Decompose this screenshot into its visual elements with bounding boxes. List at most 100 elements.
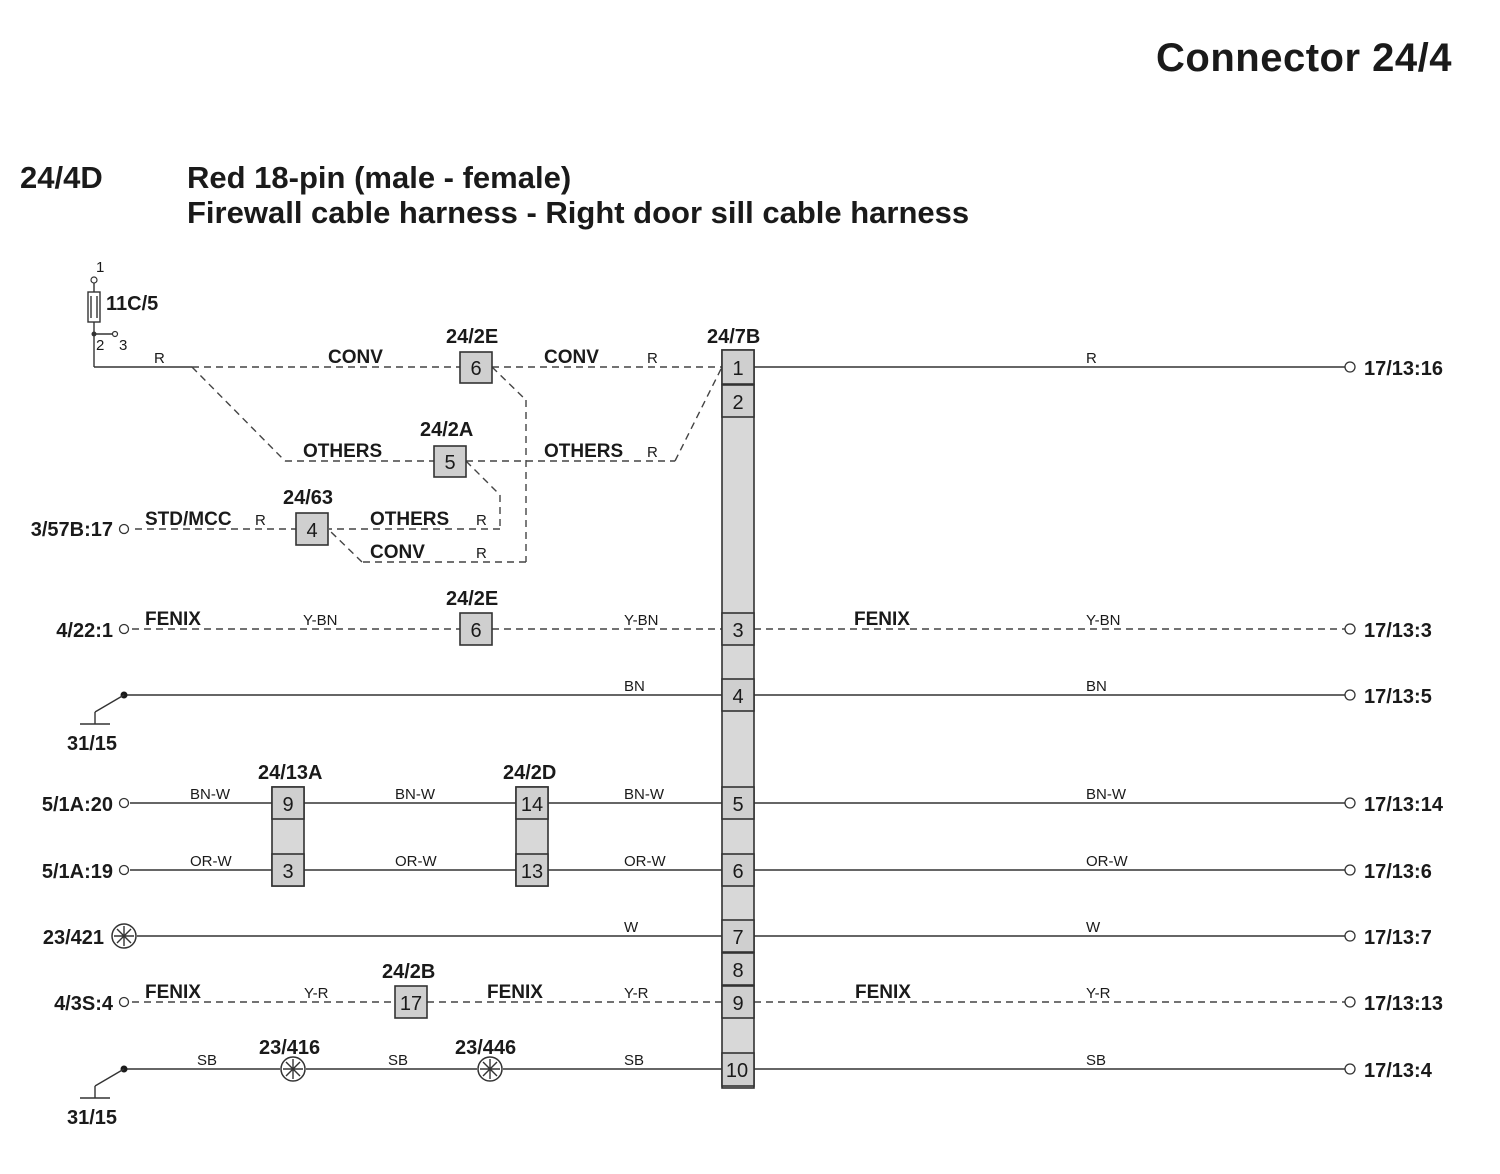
variant-conv: CONV [544, 347, 599, 368]
wire-color-or-w: OR-W [1086, 853, 1128, 870]
connector-description: Red 18-pin (male - female) [187, 160, 572, 195]
variant-others: OTHERS [303, 441, 382, 462]
component-labels: 24/2E 24/2A 24/63 24/7B 24/2E 24/13A 24/… [258, 326, 760, 1059]
main-pin-3: 3 [732, 620, 743, 642]
wire-color-r: R [255, 512, 266, 529]
label-24-2e-top: 24/2E [446, 326, 498, 348]
label-24-63: 24/63 [283, 487, 333, 509]
pin-24-2d-13: 13 [521, 861, 543, 883]
wire-color-bn-w: BN-W [395, 786, 436, 803]
wire-color-or-w: OR-W [395, 853, 437, 870]
wire-color-bn: BN [624, 678, 645, 695]
fuse-pin-1-label: 1 [96, 259, 104, 276]
label-24-7b: 24/7B [707, 326, 760, 348]
wire-color-r: R [647, 350, 658, 367]
terminal-17-13-6: 17/13:6 [1364, 861, 1432, 883]
terminal-17-13-14: 17/13:14 [1364, 794, 1444, 816]
connector-id: 24/4D [20, 160, 103, 195]
wire-color-w: W [624, 919, 639, 936]
main-pin-7: 7 [732, 927, 743, 949]
wire-color-bn-w: BN-W [190, 786, 231, 803]
main-pin-8: 8 [732, 960, 743, 982]
fuse-pin-3-label: 3 [119, 337, 127, 354]
terminal-17-13-7: 17/13:7 [1364, 927, 1432, 949]
wire-color-bn: BN [1086, 678, 1107, 695]
page-title: Connector 24/4 [1156, 36, 1452, 80]
variant-others: OTHERS [370, 509, 449, 530]
pin-24-2e-6-mid: 6 [470, 620, 481, 642]
wire-color-bn-w: BN-W [624, 786, 665, 803]
main-pin-2: 2 [732, 392, 743, 414]
wire-labels: R CONV CONV R R OTHERS OTHERS R STD/MCC … [145, 347, 1128, 1069]
wire-color-sb: SB [1086, 1052, 1106, 1069]
terminal-23-421: 23/421 [43, 927, 104, 949]
ground-symbol-top [80, 691, 128, 725]
variant-std-mcc: STD/MCC [145, 509, 232, 530]
fuse-pin-2-label: 2 [96, 337, 104, 354]
label-24-13a: 24/13A [258, 762, 323, 784]
fuse-11c5: 1 2 3 11C/5 [87, 259, 158, 367]
terminal-17-13-13: 17/13:13 [1364, 993, 1443, 1015]
pin-24-2e-6-top: 6 [470, 358, 481, 380]
wire-color-y-bn: Y-BN [1086, 612, 1120, 629]
label-24-2d: 24/2D [503, 762, 556, 784]
splice-icon-23-446 [477, 1056, 503, 1082]
wire-color-or-w: OR-W [190, 853, 232, 870]
top-routing-wires [94, 366, 723, 563]
wire-color-r: R [647, 444, 658, 461]
terminal-5-1a-20: 5/1A:20 [42, 794, 113, 816]
wire-color-sb: SB [624, 1052, 644, 1069]
terminal-17-13-3: 17/13:3 [1364, 620, 1432, 642]
main-wire-runs [124, 366, 1345, 1070]
variant-fenix: FENIX [855, 982, 911, 1003]
wire-color-sb: SB [197, 1052, 217, 1069]
left-terminal-labels: 3/57B:17 4/22:1 31/15 5/1A:20 5/1A:19 23… [31, 519, 117, 1129]
variant-fenix: FENIX [487, 982, 543, 1003]
wire-color-y-r: Y-R [624, 985, 649, 1002]
variant-fenix: FENIX [145, 609, 201, 630]
harness-description: Firewall cable harness - Right door sill… [187, 195, 970, 230]
pin-24-2b-17: 17 [400, 993, 422, 1015]
wire-color-sb: SB [388, 1052, 408, 1069]
terminal-17-13-5: 17/13:5 [1364, 686, 1432, 708]
terminal-3-57b-17: 3/57B:17 [31, 519, 113, 541]
wire-color-r: R [476, 545, 487, 562]
wire-color-r: R [1086, 350, 1097, 367]
splice-icon-23-421 [111, 923, 137, 949]
splice-icon-23-416 [280, 1056, 306, 1082]
left-terminal-circles [118, 523, 130, 1008]
variant-others: OTHERS [544, 441, 623, 462]
pin-boxes: 6 5 4 6 9 3 14 13 17 [271, 351, 549, 1019]
label-23-416: 23/416 [259, 1037, 320, 1059]
wire-color-or-w: OR-W [624, 853, 666, 870]
wire-color-y-bn: Y-BN [624, 612, 658, 629]
wire-color-r: R [476, 512, 487, 529]
label-24-2e-mid: 24/2E [446, 588, 498, 610]
wire-color-w: W [1086, 919, 1101, 936]
right-terminal-labels: 17/13:16 17/13:3 17/13:5 17/13:14 17/13:… [1364, 358, 1444, 1082]
pin-24-13a-3: 3 [282, 861, 293, 883]
terminal-5-1a-19: 5/1A:19 [42, 861, 113, 883]
terminal-4-3s-4: 4/3S:4 [54, 993, 114, 1015]
fuse-label: 11C/5 [106, 293, 158, 315]
terminal-ground-top: 31/15 [67, 733, 117, 755]
terminal-4-22-1: 4/22:1 [56, 620, 113, 642]
main-pin-6: 6 [732, 861, 743, 883]
pin-24-13a-9: 9 [282, 794, 293, 816]
label-23-446: 23/446 [455, 1037, 516, 1059]
ground-symbol-bottom [80, 1065, 128, 1099]
label-24-2b: 24/2B [382, 961, 435, 983]
terminal-17-13-16: 17/13:16 [1364, 358, 1443, 380]
variant-fenix: FENIX [145, 982, 201, 1003]
right-terminal-circles [1344, 361, 1356, 1075]
pin-24-2a-5: 5 [444, 452, 455, 474]
main-pin-5: 5 [732, 794, 743, 816]
terminal-ground-bottom: 31/15 [67, 1107, 117, 1129]
variant-fenix: FENIX [854, 609, 910, 630]
connector-24-7b: 1 2 3 4 5 6 7 8 9 10 [721, 349, 755, 1089]
terminal-17-13-4: 17/13:4 [1364, 1060, 1433, 1082]
wire-color-r: R [154, 350, 165, 367]
wire-color-y-bn: Y-BN [303, 612, 337, 629]
label-24-2a: 24/2A [420, 419, 473, 441]
